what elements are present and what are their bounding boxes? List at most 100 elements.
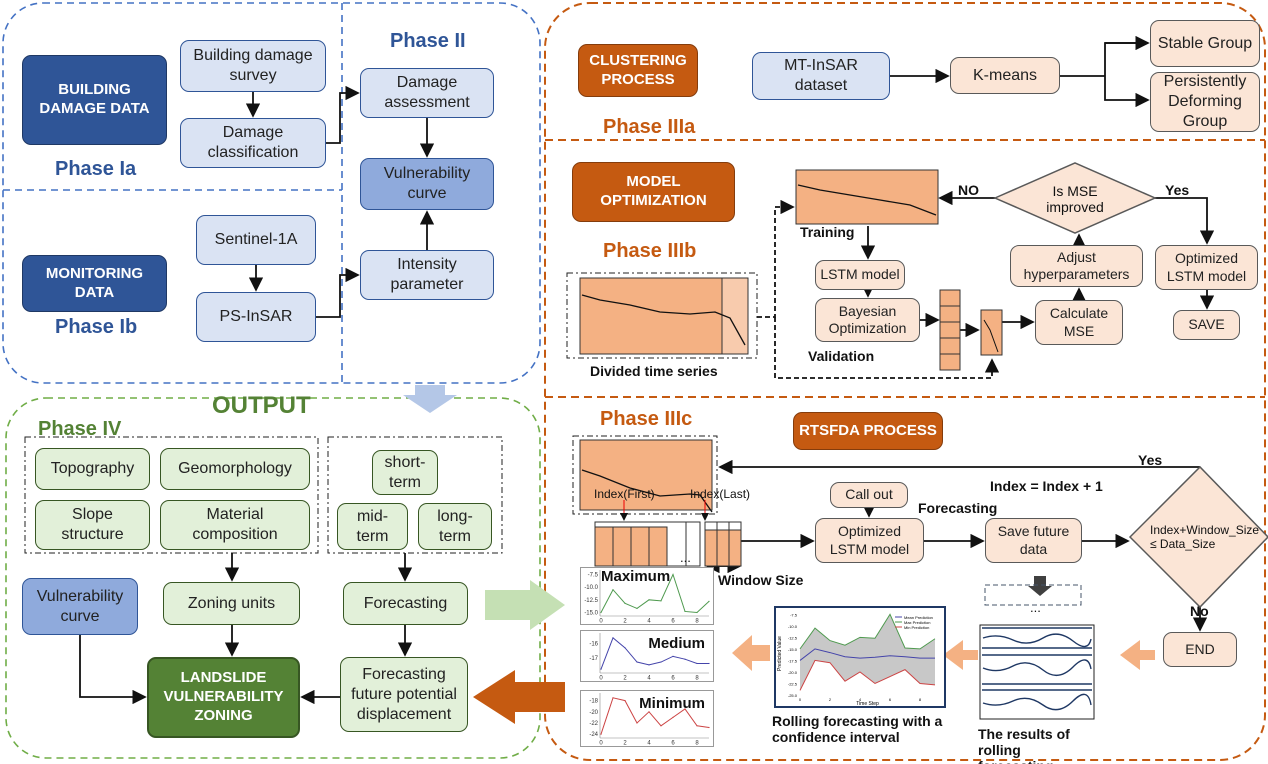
adjust-hyperparameters-box: Adjust hyperparameters [1010, 245, 1143, 287]
x-tick-label: 8 [695, 741, 699, 747]
phase-iiib-label: Phase IIIb [603, 240, 697, 262]
data-point [684, 610, 686, 613]
right-arrow-icon [485, 580, 565, 630]
x-tick-label: 6 [671, 741, 675, 747]
mean-prediction-line [799, 648, 935, 661]
optimized-lstm-model-box: Optimized LSTM model [815, 518, 924, 563]
x-tick-label: 2 [623, 676, 627, 682]
phase-ib-label: Phase Ib [55, 316, 138, 338]
data-point [684, 658, 686, 660]
calculate-mse-box: Calculate MSE [1035, 300, 1123, 345]
panel-phase-4 [5, 397, 541, 759]
vulnerability-curve-box: Vulnerability curve [22, 578, 138, 635]
mini-chart-plot: -16 -17 0 2 4 6 8 [589, 633, 710, 682]
building-damage-survey-box: Building damage survey [180, 40, 326, 92]
data-point [708, 600, 710, 602]
data-point [696, 725, 698, 727]
window-size-label: Window Size [718, 572, 804, 588]
x-tick-label: 0 [599, 741, 603, 747]
rtsfda-process-box: RTSFDA PROCESS [793, 412, 943, 450]
x-axis-label: Time Step [856, 701, 879, 707]
legend-label: Max Prediction [904, 620, 930, 625]
legend-label: Mean Prediction [904, 615, 933, 620]
x-tick-label: 8 [695, 676, 699, 682]
x-tick-label: 2 [623, 741, 627, 747]
y-tick-label: -16 [589, 642, 598, 648]
forecasting-box: Forecasting [343, 582, 468, 625]
x-tick-label: 0 [599, 619, 603, 625]
y-tick-label: -17 [589, 656, 598, 662]
phase-iiic-label: Phase IIIc [600, 408, 693, 430]
y-tick-label: -22.5 [788, 681, 798, 686]
phase-ia-label: Phase Ia [55, 158, 137, 180]
landslide-vulnerability-zoning-box: LANDSLIDE VULNERABILITY ZONING [147, 657, 300, 738]
x-tick-label: 6 [671, 676, 675, 682]
data-point [600, 733, 602, 735]
monitoring-data-box: MONITORING DATA [22, 255, 167, 312]
data-point [612, 697, 614, 699]
y-tick-label: -7.5 [588, 573, 599, 579]
long-term-box: long-term [418, 503, 492, 550]
forecasting-label: Forecasting [918, 500, 998, 516]
mini-chart-line [600, 573, 710, 613]
data-point [624, 647, 626, 649]
data-point [636, 661, 638, 663]
x-tick-label: 2 [829, 697, 832, 702]
y-tick-label: -15.0 [788, 647, 798, 652]
x-tick-label: 0 [599, 676, 603, 682]
data-point [648, 711, 650, 713]
mini-chart-line [600, 697, 710, 735]
x-tick-label: 4 [647, 676, 651, 682]
y-tick-label: -15.0 [584, 610, 598, 616]
yes-label: Yes [1165, 182, 1190, 198]
y-tick-label: -7.5 [790, 612, 798, 617]
data-point [672, 716, 674, 718]
y-tick-label: -20 [589, 710, 598, 716]
mid-term-box: mid-term [337, 503, 408, 550]
output-label: OUTPUT [212, 392, 311, 419]
call-out-box: Call out [830, 482, 908, 508]
mini-chart-title: Medium [648, 635, 705, 652]
y-tick-label: -10.0 [788, 624, 798, 629]
intensity-parameter-box: Intensity parameter [360, 250, 494, 300]
data-point [684, 708, 686, 710]
slope-structure-box: Slope structure [35, 500, 150, 550]
lstm-model-box: LSTM model [815, 260, 905, 290]
rolling-forecast-chart: -7.5-10.0-12.5-15.0-17.5-20.0-22.5-25.00… [777, 612, 936, 707]
mse-decision-diamond [993, 162, 1157, 234]
left-arrow-icon [943, 640, 978, 670]
mini-chart-title: Maximum [601, 568, 671, 585]
data-point [648, 664, 650, 666]
window-decision-diamond [1128, 465, 1268, 609]
index-increment-label: Index = Index + 1 [990, 478, 1103, 494]
data-point [660, 600, 662, 602]
data-point [660, 725, 662, 727]
ellipsis-label: ... [680, 550, 691, 565]
mini-chart-medium: -16 -17 0 2 4 6 8 Medium [580, 630, 714, 682]
down-arrow-icon [403, 385, 457, 413]
end-box: END [1163, 632, 1237, 667]
no-label: No [1190, 603, 1209, 619]
data-point [672, 573, 674, 576]
y-tick-label: -12.5 [788, 635, 798, 640]
building-damage-data-box: BUILDING DAMAGE DATA [22, 55, 167, 145]
data-point [600, 611, 602, 614]
save-future-data-box: Save future data [985, 518, 1082, 563]
optimized-lstm-model-box: Optimized LSTM model [1155, 245, 1258, 290]
y-tick-label: -12.5 [584, 598, 598, 604]
y-tick-label: -25.0 [788, 693, 798, 698]
x-tick-label: 8 [695, 619, 699, 625]
data-point [696, 662, 698, 665]
data-point [612, 637, 614, 639]
stable-group-box: Stable Group [1150, 20, 1260, 67]
topography-box: Topography [35, 448, 150, 490]
clustering-process-box: CLUSTERING PROCESS [578, 44, 698, 97]
data-point [624, 602, 626, 604]
mini-chart-line [600, 637, 709, 670]
data-point [624, 700, 626, 702]
